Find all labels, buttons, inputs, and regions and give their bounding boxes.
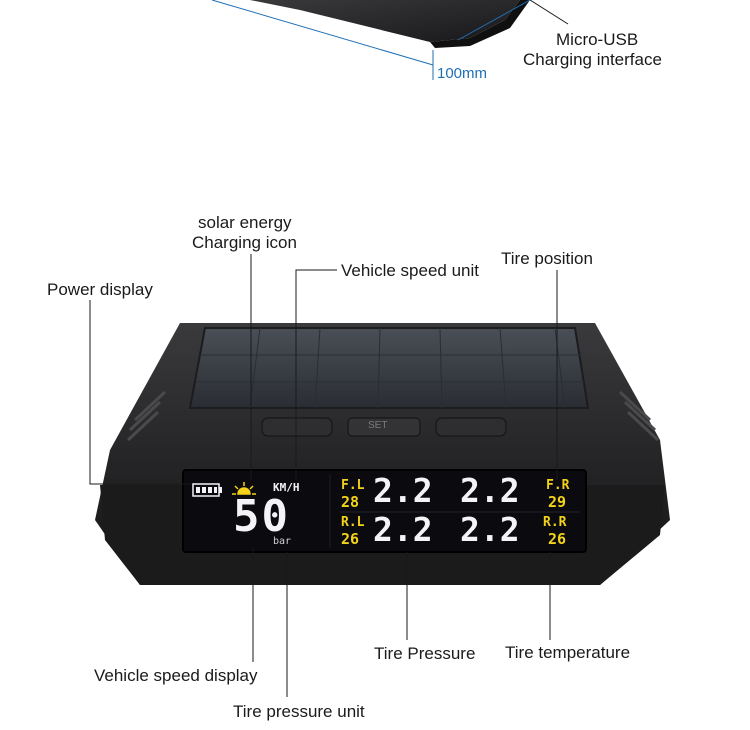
tire-position-label: Tire position	[501, 249, 593, 268]
tire-rl-position: R.L	[341, 515, 365, 530]
speed-unit-text: KM/H	[273, 481, 300, 494]
power-display-label: Power display	[47, 280, 153, 299]
right-button[interactable]	[435, 417, 507, 437]
tire-fl-position: F.L	[341, 478, 365, 493]
tire-fr-pressure: 2.2	[460, 471, 520, 510]
usb-callout-line	[529, 0, 569, 25]
usb-label-line2: Charging interface	[523, 50, 662, 69]
pressure-unit-label: Tire pressure unit	[233, 702, 365, 721]
set-button-label: SET	[368, 420, 388, 431]
tire-temperature-label: Tire temperature	[505, 643, 631, 662]
tire-rr-pressure: 2.2	[460, 510, 520, 549]
lcd-screen	[182, 469, 587, 553]
tire-fr-position: F.R	[546, 478, 570, 493]
sun-icon	[232, 482, 256, 495]
top-device-partial	[250, 0, 530, 48]
solar-label-line2: Charging icon	[192, 233, 297, 252]
tire-rl-temp: 26	[341, 530, 360, 548]
dimension-line	[211, 0, 531, 80]
solar-label-line1: solar energy	[198, 213, 292, 232]
left-button[interactable]	[261, 417, 333, 437]
speed-display-label: Vehicle speed display	[94, 666, 258, 685]
dimension-label: 100mm	[437, 65, 488, 82]
device-buttons	[261, 417, 507, 437]
tire-fl-temp: 28	[341, 493, 360, 511]
tire-rr-temp: 26	[548, 530, 567, 548]
tire-fr-temp: 29	[548, 493, 567, 511]
solar-panel	[188, 327, 590, 409]
tire-fl-pressure: 2.2	[373, 471, 433, 510]
set-button[interactable]	[347, 417, 421, 437]
battery-icon	[192, 483, 222, 497]
speed-unit-label: Vehicle speed unit	[341, 261, 479, 280]
tire-rr-position: R.R	[543, 515, 567, 530]
speed-value: 50	[233, 491, 290, 542]
callout-lines	[89, 254, 558, 697]
tire-pressure-label: Tire Pressure	[374, 644, 476, 663]
usb-label-line1: Micro-USB	[556, 30, 639, 49]
pressure-unit-text: bar	[273, 536, 292, 547]
tire-rl-pressure: 2.2	[373, 510, 433, 549]
